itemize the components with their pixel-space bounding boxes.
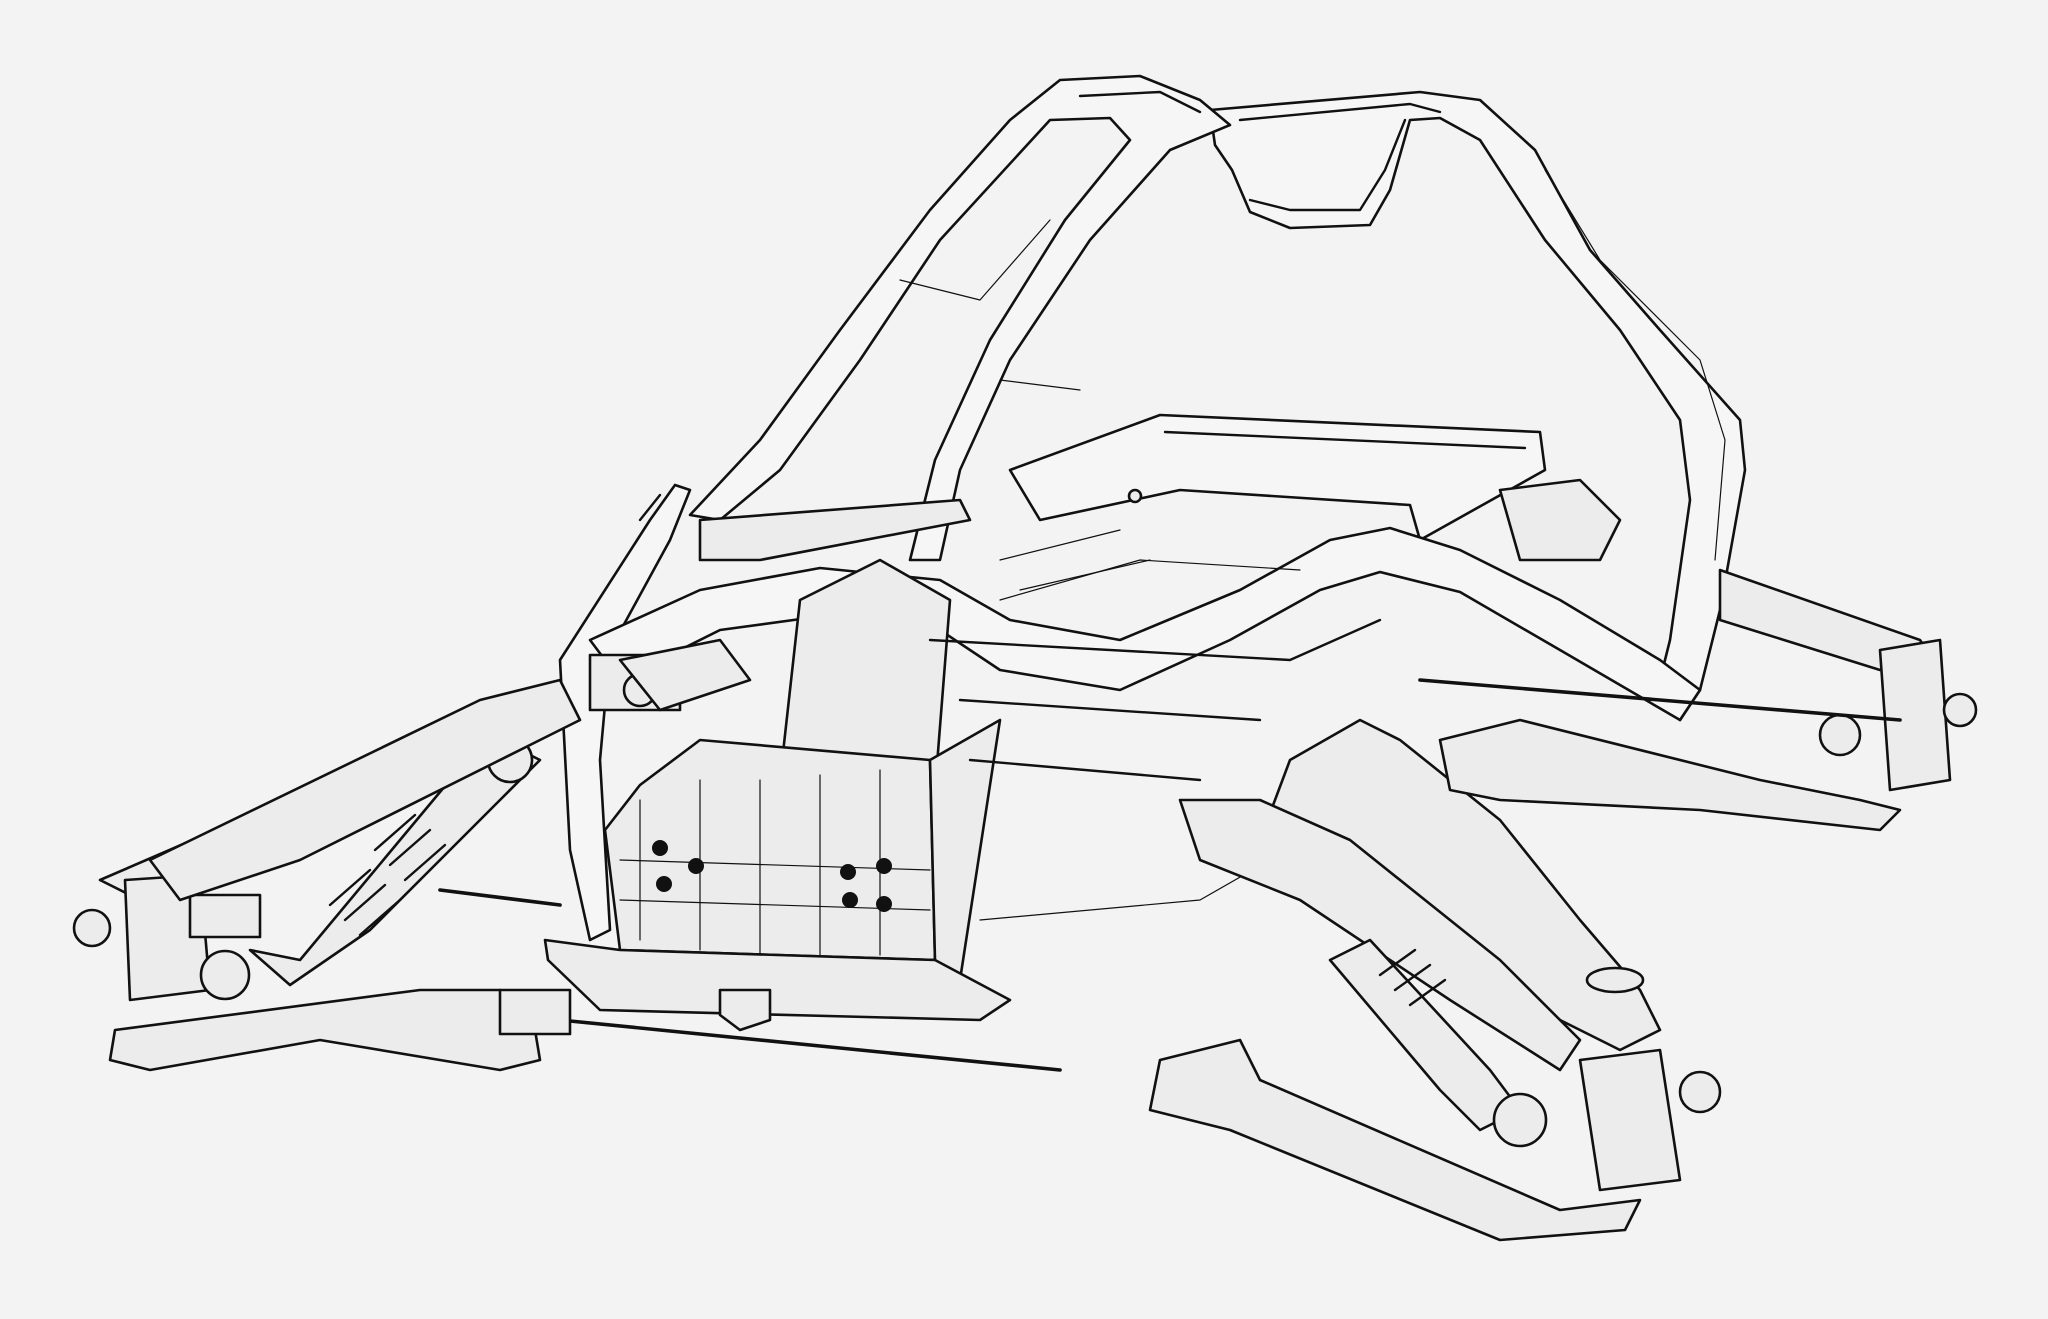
floor-frame — [928, 559, 1382, 921]
left-front-upright — [72, 873, 262, 1002]
left-upper-control-arm — [148, 653, 682, 902]
front-bulkhead — [543, 718, 1012, 1032]
front-roll-cage — [688, 74, 1232, 562]
rear-roll-hoop — [1208, 90, 1747, 722]
left-tie-rod — [438, 888, 1062, 1072]
rear-seat-frame — [1008, 413, 1547, 542]
left-rear-arm — [618, 498, 972, 712]
right-front-upright — [1492, 1048, 1722, 1192]
right-front-lower-control-arm — [1148, 718, 1662, 1242]
mesh-detail-lines — [619, 529, 1151, 956]
right-rear-suspension — [1418, 478, 1978, 832]
